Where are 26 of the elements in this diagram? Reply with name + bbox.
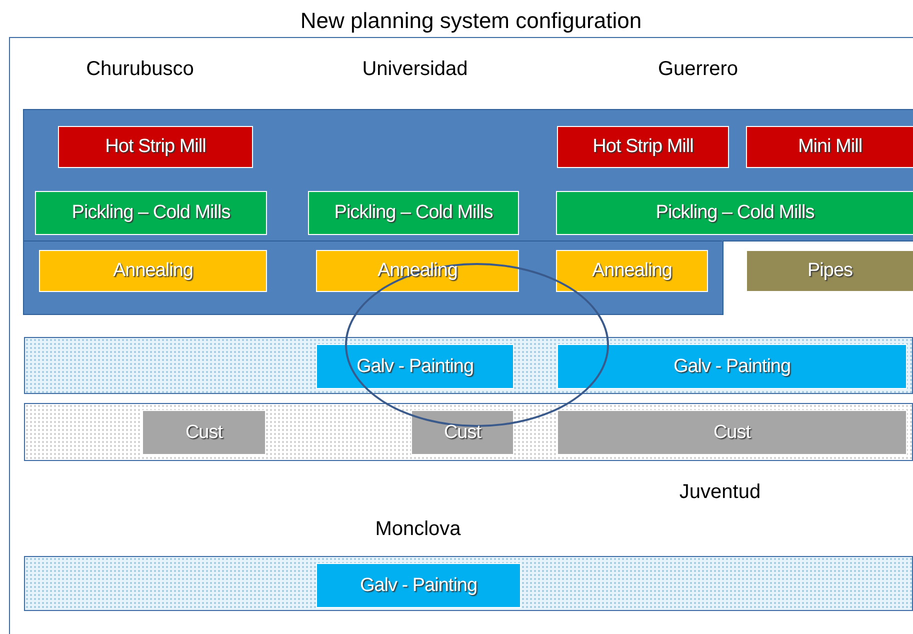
plant-name: Monclova (375, 518, 461, 541)
unit-box: Pickling – Cold Mills (308, 191, 519, 235)
unit-box: Pickling – Cold Mills (556, 191, 913, 235)
plant-name: Universidad (362, 58, 468, 81)
plant-name: Guerrero (658, 58, 738, 81)
unit-box: Cust (411, 410, 514, 455)
unit-box: Galv - Painting (316, 563, 521, 608)
frame (9, 37, 913, 634)
unit-box: Hot Strip Mill (58, 126, 253, 168)
diagram-title: New planning system configuration (300, 8, 642, 34)
plant-band (24, 337, 913, 394)
unit-box: Galv - Painting (557, 344, 907, 389)
plant-name: Churubusco (86, 58, 194, 81)
unit-box: Pipes (746, 250, 913, 292)
planner-region (23, 109, 913, 315)
plant-band (24, 403, 913, 461)
unit-box: Annealing (39, 250, 267, 292)
plant-name: Juventud (679, 481, 761, 504)
unit-box: Hot Strip Mill (557, 126, 729, 168)
unit-box: Mini Mill (746, 126, 913, 168)
unit-box: Pickling – Cold Mills (35, 191, 267, 235)
unit-box: Annealing (556, 250, 708, 292)
unit-box: Cust (557, 410, 907, 455)
plant-band (24, 556, 913, 611)
unit-box: Galv - Painting (316, 344, 514, 389)
unit-box: Cust (142, 410, 266, 455)
